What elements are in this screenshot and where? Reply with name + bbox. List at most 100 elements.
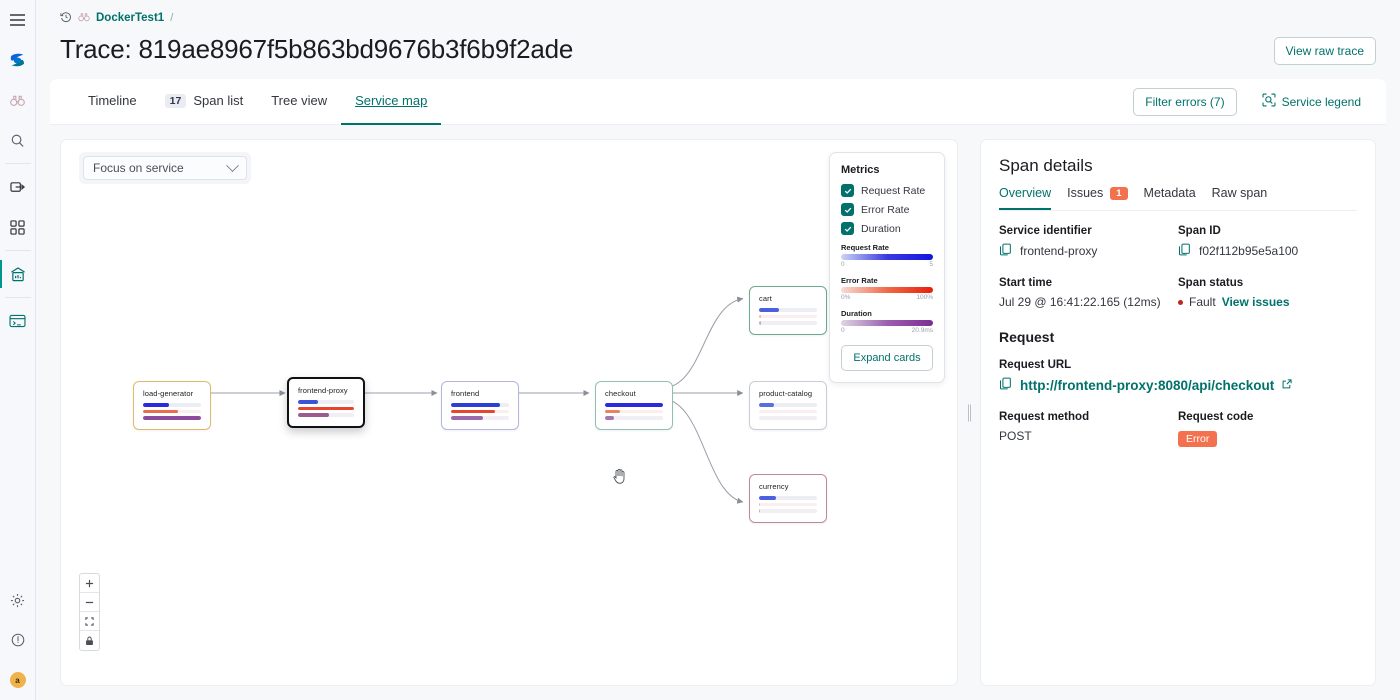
- filter-errors-button[interactable]: Filter errors (7): [1133, 87, 1237, 116]
- span-tab-overview-label: Overview: [999, 186, 1052, 200]
- field-request-url: Request URL http://frontend-proxy:8080/a…: [999, 359, 1357, 393]
- rail-divider-3: [4, 297, 31, 298]
- copy-icon[interactable]: [999, 243, 1012, 259]
- request-url-row: http://frontend-proxy:8080/api/checkout: [999, 377, 1357, 393]
- scale-gradient: [841, 287, 933, 293]
- scale-min: 0: [841, 261, 845, 268]
- span-tab-metadata-label: Metadata: [1143, 186, 1196, 200]
- menu-icon[interactable]: [0, 0, 36, 40]
- request-url-link[interactable]: http://frontend-proxy:8080/api/checkout: [1020, 377, 1275, 393]
- scale-gradient: [841, 254, 933, 260]
- node-metric-bars: [451, 403, 509, 420]
- focus-select-value: Focus on service: [93, 161, 184, 175]
- dashboards-icon[interactable]: [0, 207, 36, 247]
- bar-request-rate: [759, 308, 817, 312]
- span-details-panel: Span details Overview Issues 1 Metadata …: [980, 139, 1376, 686]
- span-tab-raw-span[interactable]: Raw span: [1212, 186, 1268, 210]
- metric-toggle-request-rate[interactable]: Request Rate: [841, 184, 933, 197]
- service-identifier-value: frontend-proxy: [1020, 244, 1098, 258]
- field-service-identifier: Service identifier frontend-proxy: [999, 225, 1178, 259]
- expand-cards-button[interactable]: Expand cards: [841, 345, 933, 371]
- scale-ticks: 0% 100%: [841, 294, 933, 301]
- view-issues-link[interactable]: View issues: [1221, 295, 1290, 309]
- service-node-checkout[interactable]: checkout: [595, 381, 673, 430]
- view-raw-trace-button[interactable]: View raw trace: [1273, 37, 1376, 65]
- tabbar-wrap: Timeline 17 Span list Tree view Service …: [36, 79, 1400, 125]
- rail-divider: [4, 163, 31, 164]
- console-icon[interactable]: [0, 301, 36, 341]
- tab-span-list-label: Span list: [193, 93, 244, 108]
- service-node-product-catalog[interactable]: product-catalog: [749, 381, 827, 430]
- tab-list: Timeline 17 Span list Tree view Service …: [74, 79, 442, 125]
- node-label: product-catalog: [759, 389, 813, 398]
- map-zoom-controls: [79, 573, 100, 651]
- breadcrumb-space-link[interactable]: DockerTest1: [96, 12, 165, 24]
- metric-toggle-error-rate[interactable]: Error Rate: [841, 203, 933, 216]
- bar-error-rate: [759, 409, 817, 413]
- service-node-frontend-proxy[interactable]: frontend-proxy: [287, 377, 365, 428]
- bar-request-rate: [143, 403, 201, 407]
- tab-service-map[interactable]: Service map: [341, 79, 442, 125]
- breadcrumb: DockerTest1 /: [60, 8, 1376, 28]
- zoom-out-icon[interactable]: [80, 593, 99, 612]
- service-node-load-generator[interactable]: load-generator: [133, 381, 211, 430]
- avatar[interactable]: a: [0, 660, 36, 700]
- span-tab-metadata[interactable]: Metadata: [1144, 186, 1196, 210]
- bar-error-rate: [451, 409, 509, 413]
- search-icon[interactable]: [0, 120, 36, 160]
- chevron-down-icon: [226, 158, 239, 172]
- focus-on-service-select[interactable]: Focus on service: [79, 152, 251, 184]
- request-code-badge-wrap: Error: [1178, 429, 1357, 447]
- breadcrumb-separator: /: [170, 12, 174, 24]
- recent-icon[interactable]: [60, 11, 72, 26]
- field-start-time: Start time Jul 29 @ 16:41:22.165 (12ms): [999, 277, 1178, 309]
- metric-label: Duration: [861, 222, 901, 235]
- service-legend-button[interactable]: Service legend: [1251, 87, 1372, 116]
- scale-gradient: [841, 320, 933, 326]
- span-tab-issues[interactable]: Issues 1: [1067, 186, 1128, 210]
- service-map-canvas[interactable]: Focus on service load-generator: [60, 139, 958, 686]
- tab-tree-view-label: Tree view: [271, 93, 328, 108]
- map-viewport[interactable]: Focus on service load-generator: [61, 140, 957, 685]
- service-node-frontend[interactable]: frontend: [441, 381, 519, 430]
- zoom-in-icon[interactable]: [80, 574, 99, 593]
- fault-status-dot: [1178, 299, 1183, 305]
- panel-resize-handle[interactable]: [958, 139, 980, 686]
- checkbox-checked-icon[interactable]: [841, 222, 854, 235]
- span-tab-issues-label: Issues: [1067, 186, 1104, 200]
- service-node-currency[interactable]: currency: [749, 474, 827, 523]
- binoculars-icon[interactable]: [0, 80, 36, 120]
- field-label: Span status: [1178, 277, 1244, 289]
- discover-icon[interactable]: [0, 167, 36, 207]
- checkbox-checked-icon[interactable]: [841, 184, 854, 197]
- tab-tree-view[interactable]: Tree view: [257, 79, 341, 125]
- node-metric-bars: [759, 403, 817, 420]
- service-node-cart[interactable]: cart: [749, 286, 827, 335]
- copy-icon[interactable]: [999, 377, 1012, 393]
- checkbox-checked-icon[interactable]: [841, 203, 854, 216]
- tab-bar: Timeline 17 Span list Tree view Service …: [50, 79, 1386, 125]
- lock-icon[interactable]: [80, 631, 99, 650]
- focus-select-inner[interactable]: Focus on service: [83, 156, 247, 180]
- node-label: frontend-proxy: [298, 386, 348, 395]
- bar-error-rate: [298, 406, 354, 410]
- span-tab-overview[interactable]: Overview: [999, 186, 1052, 210]
- external-link-icon[interactable]: [1282, 378, 1292, 392]
- apm-icon[interactable]: [0, 254, 36, 294]
- tab-span-list[interactable]: 17 Span list: [151, 79, 258, 125]
- gear-icon[interactable]: [0, 580, 36, 620]
- span-details-tab-list: Overview Issues 1 Metadata Raw span: [999, 186, 1357, 211]
- tab-timeline[interactable]: Timeline: [74, 79, 151, 125]
- body-area: Focus on service load-generator: [36, 125, 1400, 700]
- title-row: Trace: 819ae8967f5b863bd9676b3f6b9f2ade …: [60, 28, 1376, 79]
- metric-toggle-duration[interactable]: Duration: [841, 222, 933, 235]
- scale-title: Duration: [841, 309, 872, 318]
- bar-request-rate: [298, 400, 354, 404]
- bar-duration: [759, 509, 817, 513]
- fit-to-screen-icon[interactable]: [80, 612, 99, 631]
- field-label: Request URL: [999, 359, 1072, 371]
- logo-icon[interactable]: [0, 40, 36, 80]
- help-icon[interactable]: [0, 620, 36, 660]
- copy-icon[interactable]: [1178, 243, 1191, 259]
